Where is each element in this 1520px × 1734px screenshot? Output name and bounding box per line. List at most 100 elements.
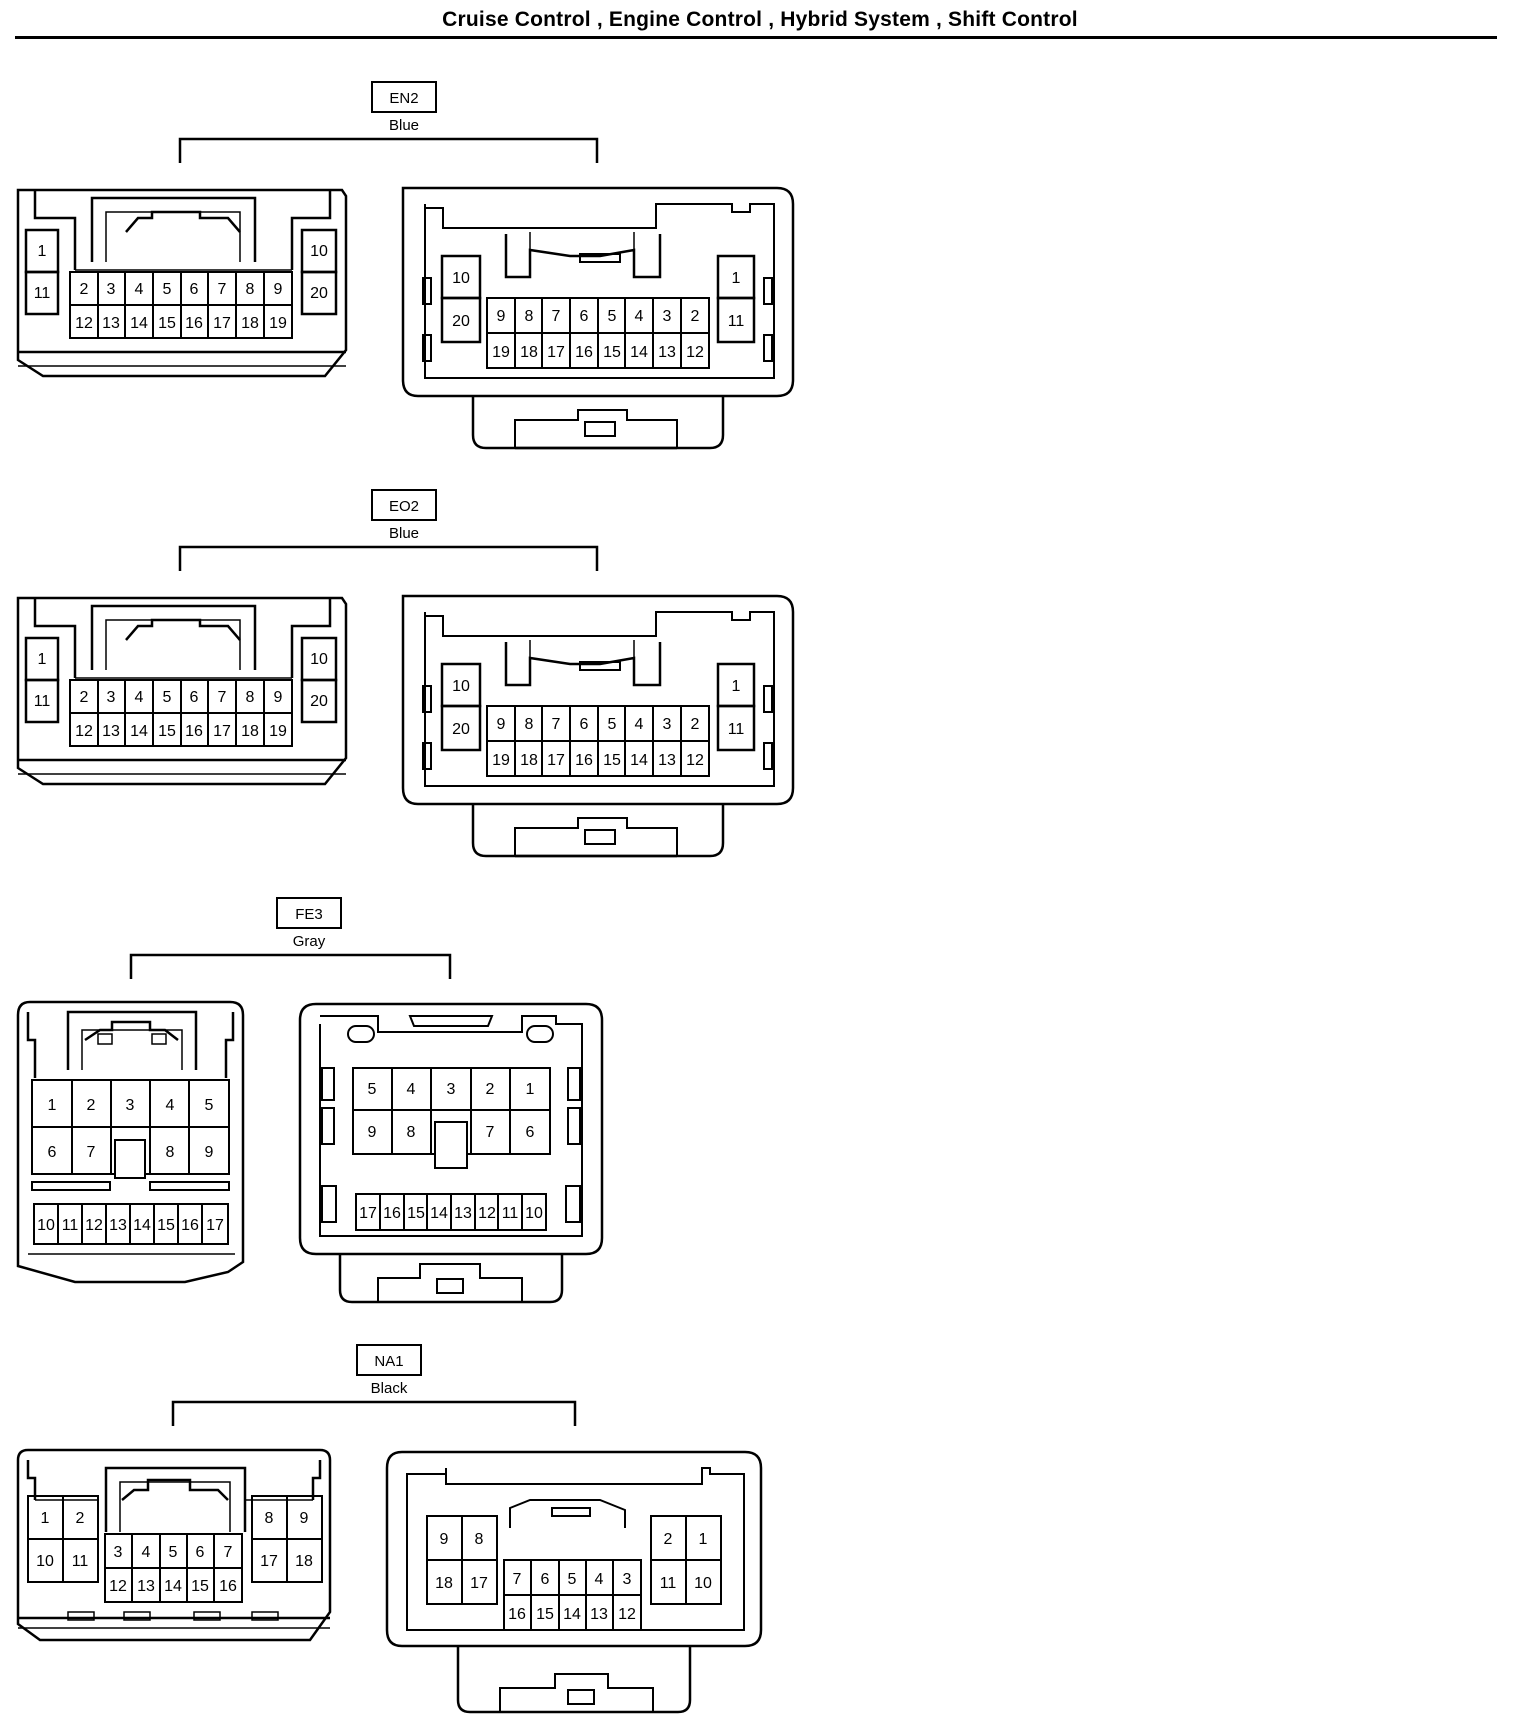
svg-text:10: 10 (452, 270, 470, 287)
cavity (300, 678, 338, 724)
svg-text:7: 7 (486, 1124, 495, 1141)
svg-text:16: 16 (185, 315, 203, 332)
svg-text:14: 14 (164, 1578, 182, 1595)
svg-text:1: 1 (38, 651, 47, 668)
connector-group-na1: NA1 Black (16, 1344, 763, 1714)
svg-text:16: 16 (575, 752, 593, 769)
svg-text:2: 2 (80, 281, 89, 298)
connector-label-box: NA1 (356, 1344, 422, 1376)
svg-text:7: 7 (552, 308, 561, 325)
svg-text:8: 8 (525, 716, 534, 733)
svg-text:3: 3 (126, 1097, 135, 1114)
svg-text:2: 2 (76, 1510, 85, 1527)
svg-text:6: 6 (196, 1544, 205, 1561)
svg-text:6: 6 (541, 1571, 550, 1588)
svg-text:6: 6 (190, 689, 199, 706)
svg-text:10: 10 (36, 1553, 54, 1570)
svg-text:18: 18 (520, 344, 538, 361)
svg-text:15: 15 (603, 344, 621, 361)
svg-text:3: 3 (663, 308, 672, 325)
svg-text:6: 6 (526, 1124, 535, 1141)
connector-code: EN2 (389, 90, 418, 107)
svg-text:8: 8 (166, 1144, 175, 1161)
svg-text:14: 14 (430, 1205, 448, 1222)
svg-text:4: 4 (635, 308, 644, 325)
svg-text:8: 8 (407, 1124, 416, 1141)
svg-text:3: 3 (114, 1544, 123, 1561)
svg-text:11: 11 (728, 313, 745, 330)
connector-bracket (171, 1400, 577, 1426)
svg-text:11: 11 (502, 1205, 519, 1222)
svg-text:17: 17 (547, 752, 565, 769)
svg-text:13: 13 (658, 752, 676, 769)
svg-text:7: 7 (87, 1144, 96, 1161)
svg-text:4: 4 (135, 281, 144, 298)
connector-color: Black (371, 1380, 408, 1397)
svg-text:11: 11 (660, 1575, 677, 1592)
svg-text:15: 15 (157, 1217, 175, 1234)
svg-text:10: 10 (525, 1205, 543, 1222)
svg-text:10: 10 (310, 243, 328, 260)
svg-text:17: 17 (359, 1205, 377, 1222)
svg-text:20: 20 (310, 285, 328, 302)
svg-text:18: 18 (295, 1553, 313, 1570)
svg-text:20: 20 (310, 693, 328, 710)
svg-text:4: 4 (595, 1571, 604, 1588)
svg-text:3: 3 (107, 689, 116, 706)
svg-text:2: 2 (80, 689, 89, 706)
cavity (24, 678, 60, 724)
svg-text:8: 8 (525, 308, 534, 325)
svg-text:14: 14 (630, 344, 648, 361)
svg-text:1: 1 (732, 270, 741, 287)
svg-text:11: 11 (34, 285, 51, 302)
svg-text:4: 4 (407, 1081, 416, 1098)
svg-text:9: 9 (497, 716, 506, 733)
svg-text:13: 13 (658, 344, 676, 361)
svg-text:4: 4 (142, 1544, 151, 1561)
header-rule (15, 36, 1497, 39)
svg-text:2: 2 (691, 308, 700, 325)
svg-text:17: 17 (260, 1553, 278, 1570)
svg-text:5: 5 (608, 716, 617, 733)
svg-text:4: 4 (166, 1097, 175, 1114)
svg-text:19: 19 (269, 723, 287, 740)
svg-text:15: 15 (536, 1606, 554, 1623)
svg-text:5: 5 (368, 1081, 377, 1098)
svg-text:13: 13 (109, 1217, 127, 1234)
connector-bracket (178, 545, 599, 571)
svg-text:1: 1 (732, 678, 741, 695)
svg-text:8: 8 (246, 281, 255, 298)
svg-text:12: 12 (686, 344, 704, 361)
svg-text:6: 6 (580, 308, 589, 325)
svg-text:1: 1 (699, 1531, 708, 1548)
svg-text:2: 2 (691, 716, 700, 733)
svg-text:16: 16 (181, 1217, 199, 1234)
svg-text:19: 19 (269, 315, 287, 332)
svg-text:16: 16 (383, 1205, 401, 1222)
svg-text:5: 5 (163, 281, 172, 298)
svg-text:17: 17 (547, 344, 565, 361)
connector-group-en2: EN2 Blue (16, 81, 795, 450)
svg-text:16: 16 (185, 723, 203, 740)
svg-text:7: 7 (552, 716, 561, 733)
svg-text:5: 5 (169, 1544, 178, 1561)
svg-text:5: 5 (568, 1571, 577, 1588)
svg-text:1: 1 (48, 1097, 57, 1114)
svg-text:11: 11 (34, 693, 51, 710)
svg-text:19: 19 (492, 344, 510, 361)
svg-text:9: 9 (300, 1510, 309, 1527)
svg-text:5: 5 (205, 1097, 214, 1114)
svg-text:5: 5 (608, 308, 617, 325)
svg-text:13: 13 (590, 1606, 608, 1623)
svg-text:14: 14 (130, 723, 148, 740)
svg-text:9: 9 (274, 689, 283, 706)
